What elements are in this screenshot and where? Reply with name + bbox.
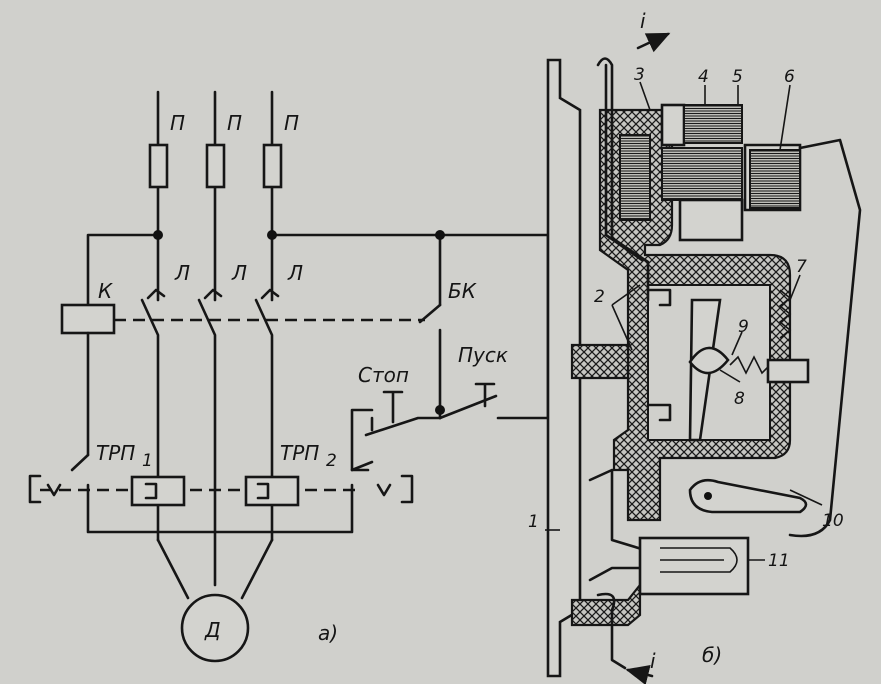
contact-label-2: Л: [231, 261, 247, 285]
relay2-label: ТРП: [280, 441, 319, 465]
arc-plates: [638, 536, 750, 596]
fuse-label-2: П: [227, 111, 242, 135]
supply-lines: [156, 90, 274, 302]
junction-dot: [435, 230, 445, 240]
motor-label: Д: [204, 618, 221, 642]
coil-3: [619, 134, 651, 221]
contact-label-3: Л: [287, 261, 303, 285]
callout-1: 1: [528, 512, 539, 532]
block-contact-label: БК: [448, 279, 477, 303]
callout-4: 4: [698, 67, 709, 87]
callout-6: 6: [784, 67, 795, 87]
fuse-label-3: П: [284, 111, 299, 135]
caption-b: б): [702, 643, 722, 667]
callout-9: 9: [738, 317, 749, 337]
contactor-coil: [60, 303, 116, 335]
relay1-sub: 1: [142, 451, 153, 471]
start-label: Пуск: [458, 343, 508, 367]
circuit-diagram: П П П Л Л Л К БК: [28, 90, 550, 663]
armature-6: [749, 149, 801, 209]
callout-10: 10: [822, 511, 844, 531]
device-section: i i 1 2 3 4 5 6 7 8 9 10 11 б): [528, 9, 862, 684]
current-bottom-label: i: [650, 649, 656, 673]
fuses: [148, 143, 283, 189]
contact-label-1: Л: [174, 261, 190, 285]
relay2-sub: 2: [326, 451, 337, 471]
main-contacts: [140, 288, 280, 587]
core-4: [683, 104, 743, 144]
start-button: [438, 382, 498, 420]
callout-7: 7: [796, 257, 807, 277]
callout-2: 2: [594, 287, 605, 307]
relay1-label: ТРП: [96, 441, 135, 465]
callout-11: 11: [768, 551, 790, 571]
callout-5: 5: [732, 67, 743, 87]
junction-dot: [153, 230, 163, 240]
thermal-relay-2: [244, 475, 300, 507]
callout-8: 8: [734, 389, 745, 409]
current-arrow-top: [636, 32, 671, 53]
fuse-label-1: П: [170, 111, 185, 135]
junction-dot: [435, 405, 445, 415]
callout-3: 3: [634, 65, 645, 85]
thermal-relay-1: [130, 475, 186, 507]
coil-label: К: [98, 279, 113, 303]
stop-label: Стоп: [358, 363, 409, 387]
caption-a: а): [318, 621, 338, 645]
current-arrow-bottom: [625, 664, 654, 684]
current-top-label: i: [640, 9, 646, 33]
motor: [180, 593, 250, 663]
stop-button: [350, 390, 442, 472]
junction-dot: [267, 230, 277, 240]
